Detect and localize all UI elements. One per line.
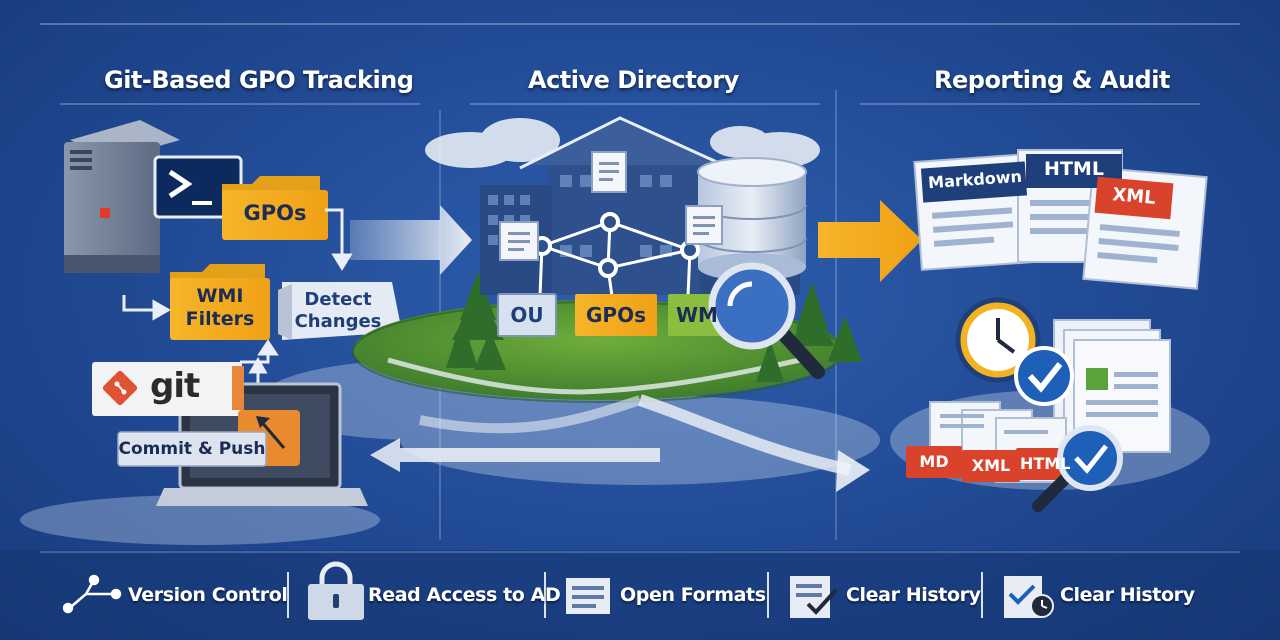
wmi-line-1: WMI [196, 285, 244, 307]
magnifier-icon [708, 262, 825, 379]
footer-label: Version Control [128, 584, 288, 606]
lock-icon [308, 561, 364, 620]
commit-push-badge [117, 431, 267, 467]
footer-item-clear-history-2: Clear History [1052, 568, 1195, 622]
document-icon [566, 578, 610, 614]
branch-icon [62, 574, 122, 614]
footer-label: Clear History [1060, 584, 1195, 606]
xml-banner [1094, 176, 1174, 220]
footer-label: Read Access to AD [368, 584, 561, 606]
footer-label: Open Formats [620, 584, 766, 606]
flow-arrows-left [122, 208, 353, 390]
clock-icon [955, 297, 1041, 383]
center-wmi-label: WMI [676, 303, 716, 327]
xml-tag [962, 450, 1020, 482]
center-gpos-plate [575, 294, 657, 336]
footer-band [0, 550, 1280, 640]
magnifier-check-icon [1032, 425, 1123, 512]
checklist-icon [790, 576, 838, 618]
arrow-ad-to-reports [818, 200, 922, 282]
wmi-folder-icon [170, 264, 270, 340]
detect-line-1: Detect [304, 289, 372, 310]
center-gpos-label: GPOs [586, 303, 646, 327]
title-active-directory: Active Directory [528, 66, 739, 94]
detect-changes-label: Detect Changes [286, 289, 390, 333]
footer-item-clear-history: Clear History [838, 568, 981, 622]
md-tag [906, 446, 962, 478]
markdown-banner [920, 161, 1028, 203]
check-clock-icon [1004, 576, 1054, 618]
trees [446, 272, 862, 382]
return-arrows [370, 394, 870, 492]
wmi-line-2: Filters [185, 308, 255, 330]
detect-line-2: Changes [294, 311, 382, 332]
title-git-based-gpo-tracking: Git-Based GPO Tracking [104, 66, 414, 94]
git-logo-text: git [150, 366, 200, 406]
ou-label: OU [510, 303, 544, 327]
footer-label: Clear History [846, 584, 981, 606]
ou-plate [497, 293, 557, 337]
commit-push-label: Commit & Push [118, 439, 266, 459]
md-tag-label: MD [919, 452, 949, 471]
html-tag-label: HTML [1020, 454, 1071, 473]
left-gpos-label: GPOs [243, 201, 307, 225]
powershell-icon [153, 155, 243, 219]
arrow-git-to-ad [350, 205, 472, 275]
gpos-folder-icon [222, 176, 328, 240]
footer-item-open-formats: Open Formats [612, 568, 766, 622]
html-label: HTML [1044, 158, 1104, 180]
check-badge-icon [1014, 346, 1074, 406]
left-wmi-filters-label: WMI Filters [170, 285, 270, 331]
footer-item-version-control: Version Control [120, 568, 288, 622]
detect-changes-panel [278, 282, 402, 340]
building-docs [499, 151, 723, 261]
footer-item-read-access: Read Access to AD [360, 568, 561, 622]
footer-separators [287, 572, 983, 618]
server-icon [64, 120, 180, 273]
xml-tag-label: XML [971, 456, 1011, 475]
title-reporting-audit: Reporting & Audit [934, 66, 1170, 94]
git-logo-card [92, 362, 244, 416]
